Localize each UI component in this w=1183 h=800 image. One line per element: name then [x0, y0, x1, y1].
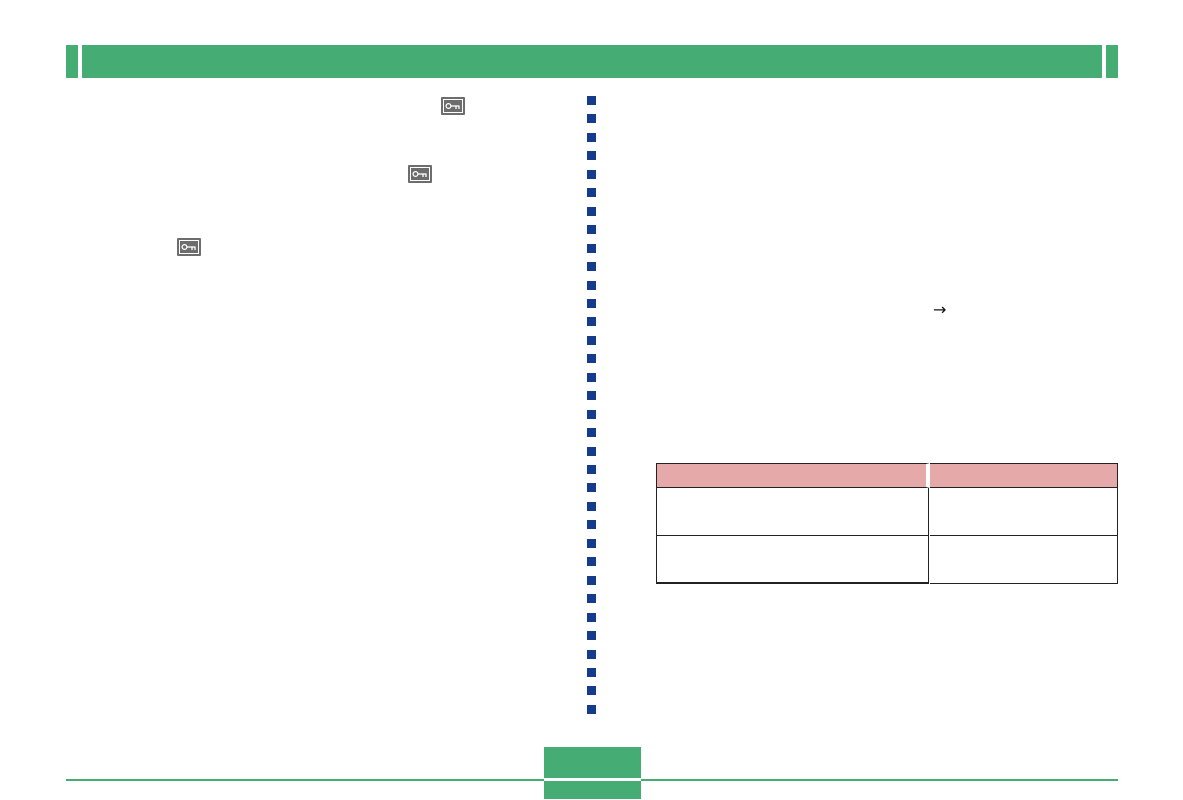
divider-dot — [587, 428, 596, 437]
divider-dot — [587, 576, 596, 585]
divider-dot — [587, 539, 596, 548]
table-header-cell — [656, 463, 930, 488]
divider-dot — [587, 354, 596, 363]
key-icon — [441, 97, 465, 115]
divider-dot — [587, 613, 596, 622]
table-row — [656, 488, 1118, 536]
divider-dot — [587, 114, 596, 123]
divider-dot — [587, 281, 596, 290]
page-tab-gap — [544, 778, 641, 781]
divider-dot — [587, 705, 596, 714]
table-cell — [656, 536, 930, 584]
divider-dot — [587, 502, 596, 511]
table-header-cell — [930, 463, 1118, 488]
divider-dot — [587, 317, 596, 326]
divider-dot — [587, 668, 596, 677]
divider-dot — [587, 151, 596, 160]
divider-dot — [587, 557, 596, 566]
key-icon — [408, 165, 432, 183]
divider-dot — [587, 650, 596, 659]
header-bar — [66, 45, 1118, 78]
divider-dot — [587, 170, 596, 179]
table-cell — [930, 536, 1118, 584]
right-arrow-icon: → — [933, 300, 947, 319]
page-number-tab — [544, 747, 641, 799]
header-cap-left — [66, 45, 78, 78]
table-cell — [930, 488, 1118, 536]
divider-dot — [587, 631, 596, 640]
divider-dot — [587, 520, 596, 529]
header-cap-right — [1106, 45, 1118, 78]
divider-dot — [587, 244, 596, 253]
divider-dot — [587, 133, 596, 142]
divider-dot — [587, 686, 596, 695]
divider-dot — [587, 410, 596, 419]
settings-table — [656, 463, 1118, 584]
divider-dot — [587, 373, 596, 382]
key-icon — [177, 238, 201, 256]
divider-dot — [587, 225, 596, 234]
column-divider — [587, 96, 597, 736]
divider-dot — [587, 96, 596, 105]
table-cell — [656, 488, 930, 536]
divider-dot — [587, 594, 596, 603]
divider-dot — [587, 391, 596, 400]
divider-dot — [587, 336, 596, 345]
header-title-bar — [82, 45, 1102, 78]
divider-dot — [587, 299, 596, 308]
divider-dot — [587, 262, 596, 271]
table-row — [656, 536, 1118, 584]
divider-dot — [587, 465, 596, 474]
divider-dot — [587, 188, 596, 197]
divider-dot — [587, 447, 596, 456]
divider-dot — [587, 483, 596, 492]
divider-dot — [587, 207, 596, 216]
table-header-row — [656, 463, 1118, 488]
